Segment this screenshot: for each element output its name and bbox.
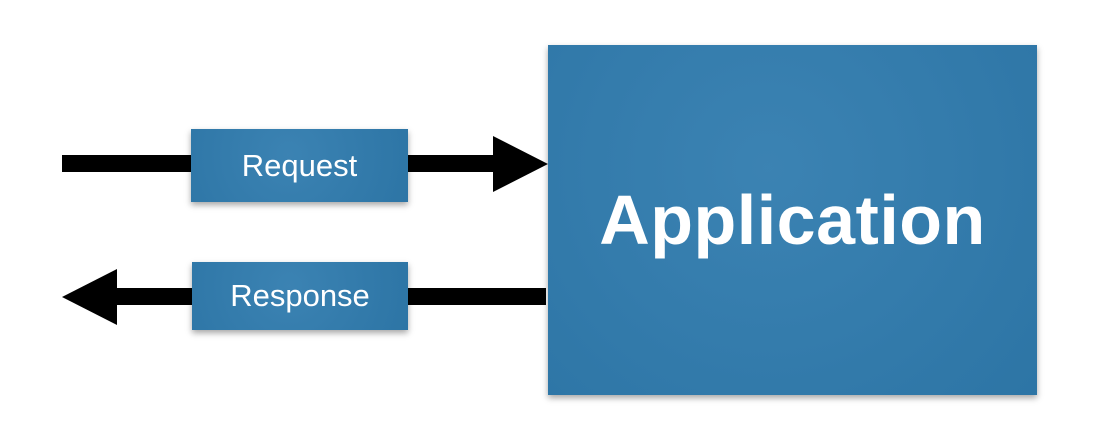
request-label: Request	[241, 147, 358, 183]
response-label-box: Response	[192, 262, 408, 330]
request-label-box: Request	[191, 129, 408, 202]
application-label: Application	[599, 181, 986, 259]
response-arrowhead-left-icon	[62, 269, 117, 325]
response-label: Response	[230, 278, 370, 313]
request-arrowhead-right-icon	[493, 136, 548, 192]
application-box: Application	[548, 45, 1037, 395]
